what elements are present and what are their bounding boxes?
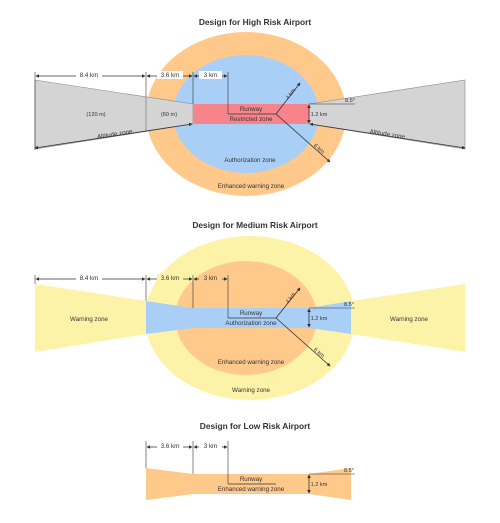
medium-dim-84-bg	[76, 274, 102, 282]
high-dim-84-label: 8.4 km	[80, 72, 99, 79]
medium-warning-zone-left	[35, 284, 146, 352]
high-height-120-label: (120 m)	[86, 112, 105, 118]
medium-risk-panel: Design for Medium Risk Airport 8.4 km 3.…	[34, 220, 465, 400]
high-restricted-zone-label: Restricted zone	[230, 116, 274, 123]
medium-width-label: 1.2 km	[311, 316, 328, 322]
high-authorization-zone-label: Authorization zone	[224, 157, 276, 164]
high-dim-36-bg	[157, 71, 183, 79]
high-width-label: 1.2 km	[311, 112, 328, 118]
medium-radius-6-line	[275, 317, 331, 367]
high-altitude-left-arrow	[34, 122, 193, 150]
low-enhanced-warning-zone-label: Enhanced warning zone	[218, 486, 285, 493]
medium-dim-36-label: 3.6 km	[161, 275, 180, 282]
low-dim-36-bg	[157, 442, 183, 450]
high-angle-label: 8.5°	[345, 98, 355, 104]
medium-authorization-zone-label: Authorization zone	[225, 320, 277, 327]
medium-warning-zone-right	[351, 284, 465, 352]
high-dim-3-bg	[199, 71, 222, 79]
high-risk-title: Design for High Risk Airport	[199, 17, 312, 27]
low-width-label: 1.2 km	[311, 482, 328, 488]
high-enhanced-warning-zone-label: Enhanced warning zone	[218, 183, 285, 190]
medium-runway-label: Runway	[240, 310, 263, 317]
low-dim-3-label: 3 km	[204, 443, 217, 450]
low-angle-label: 8.5°	[344, 468, 354, 474]
high-radius-4-line	[275, 82, 301, 115]
medium-radius-4-line	[275, 287, 301, 319]
medium-warning-zone-bottom-label: Warning zone	[232, 387, 271, 394]
medium-warning-zone-right-label: Warning zone	[390, 316, 429, 323]
low-dim-3-bg	[199, 442, 222, 450]
high-dim-3-label: 3 km	[204, 72, 217, 79]
high-runway-label: Runway	[240, 106, 263, 113]
low-risk-panel: Design for Low Risk Airport 3.6 km 3 km …	[145, 421, 355, 500]
medium-authorization-zone	[146, 301, 351, 334]
high-altitude-right-arrow	[309, 122, 466, 150]
low-risk-title: Design for Low Risk Airport	[200, 421, 311, 431]
medium-dim-36-bg	[157, 274, 183, 282]
medium-risk-title: Design for Medium Risk Airport	[192, 220, 318, 230]
medium-warning-zone-left-label: Warning zone	[70, 316, 109, 323]
high-height-60-label: (60 m)	[161, 112, 177, 118]
medium-dim-3-bg	[199, 274, 222, 282]
high-dim-36-label: 3.6 km	[161, 72, 180, 79]
high-radius-6-line	[275, 113, 331, 163]
medium-dim-84-label: 8.4 km	[80, 275, 99, 282]
high-dim-84-bg	[76, 71, 102, 79]
medium-angle-label: 8.5°	[344, 302, 354, 308]
medium-dim-3-label: 3 km	[204, 275, 217, 282]
high-risk-panel: Design for High Risk Airport 8.4 km 3.6 …	[34, 17, 466, 196]
medium-enhanced-warning-zone-label: Enhanced warning zone	[218, 359, 285, 366]
low-runway-label: Runway	[240, 476, 263, 483]
low-dim-36-label: 3.6 km	[161, 443, 180, 450]
